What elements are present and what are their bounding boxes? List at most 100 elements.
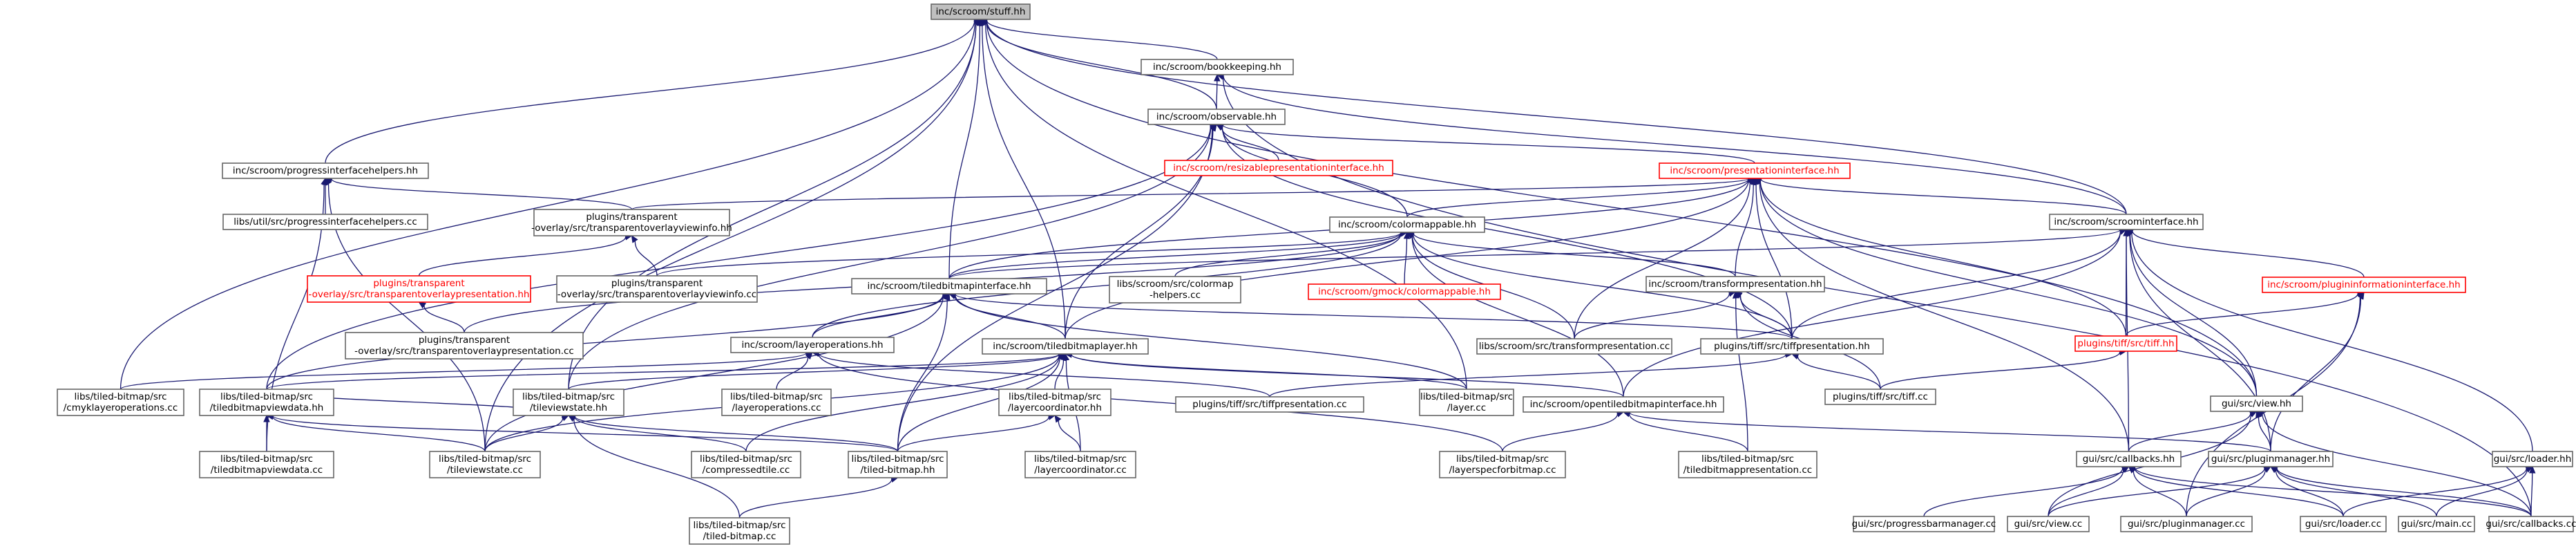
- node-label: libs/tiled-bitmap/src: [522, 391, 615, 402]
- node-layerspec[interactable]: libs/tiled-bitmap/src/layerspecforbitmap…: [1439, 451, 1566, 478]
- edge-tiffhh-to-plugininformation: [2125, 290, 2365, 337]
- node-tbviewdata_hh[interactable]: libs/tiled-bitmap/src/tiledbitmapviewdat…: [199, 389, 334, 416]
- node-tiledbitmap_hh[interactable]: libs/tiled-bitmap/src/tiled-bitmap.hh: [848, 451, 948, 478]
- node-label: libs/tiled-bitmap/src: [1701, 454, 1794, 465]
- node-label: inc/scroom/observable.hh: [1156, 111, 1277, 122]
- node-label: -overlay/src/transparentoverlaypresentat…: [354, 346, 574, 357]
- node-label: libs/tiled-bitmap/src: [439, 454, 531, 465]
- node-observable[interactable]: inc/scroom/observable.hh: [1147, 109, 1286, 125]
- edge-overlayviewinfo_cc-to-colormappable: [656, 229, 1409, 277]
- node-maincc[interactable]: gui/src/main.cc: [2398, 516, 2475, 532]
- node-label: inc/scroom/presentationinterface.hh: [1670, 165, 1839, 176]
- edge-maincc-to-pluginmanagerhh: [2269, 465, 2437, 517]
- edge-bookkeeping-to-stuff: [980, 17, 1218, 60]
- node-resizablepresentation[interactable]: inc/scroom/resizablepresentationinterfac…: [1164, 160, 1393, 176]
- node-tiffhh[interactable]: plugins/tiff/src/tiff.hh: [2074, 335, 2177, 352]
- node-layer_cc[interactable]: libs/tiled-bitmap/src/layer.cc: [1419, 389, 1514, 416]
- node-compressedtile[interactable]: libs/tiled-bitmap/src/compressedtile.cc: [691, 451, 801, 478]
- edge-loaderhh-to-scroominterface: [2125, 229, 2533, 452]
- node-colormappable[interactable]: inc/scroom/colormappable.hh: [1329, 216, 1485, 233]
- node-label: inc/scroom/resizablepresentationinterfac…: [1173, 162, 1384, 174]
- node-plugininformation[interactable]: inc/scroom/plugininformationinterface.hh: [2262, 277, 2466, 293]
- node-layeroperations_hh[interactable]: inc/scroom/layeroperations.hh: [730, 337, 895, 353]
- edge-tiledbitmaplayer-to-presentationinterface: [1065, 176, 1756, 339]
- node-bookkeeping[interactable]: inc/scroom/bookkeeping.hh: [1141, 59, 1294, 75]
- node-overlayviewinfo_hh[interactable]: plugins/transparent-overlay/src/transpar…: [531, 209, 732, 236]
- node-label: plugins/tiff/src/tiff.cc: [1833, 391, 1928, 402]
- edge-transformpresentation-to-presentationinterface: [1735, 177, 1757, 277]
- node-label: gui/src/main.cc: [2401, 519, 2472, 530]
- node-layercoordinator_hh[interactable]: libs/tiled-bitmap/src/layercoordinator.h…: [998, 389, 1112, 416]
- edge-progressbarmanager-to-callbackshh: [1923, 465, 2130, 517]
- node-transformpresentation[interactable]: inc/scroom/transformpresentation.hh: [1645, 276, 1825, 292]
- node-layeroperations_cc[interactable]: libs/tiled-bitmap/src/layeroperations.cc: [721, 389, 832, 416]
- node-tiledbitmap_cc[interactable]: libs/tiled-bitmap/src/tiled-bitmap.cc: [689, 517, 790, 545]
- edge-tileviewstate_hh-to-stuff: [568, 19, 982, 390]
- node-colormaphelpers[interactable]: libs/scroom/src/colormap-helpers.cc: [1109, 276, 1241, 303]
- edges-layer: [120, 17, 2536, 519]
- node-label: gui/src/progressbarmanager.cc: [1852, 519, 1996, 530]
- node-viewcc[interactable]: gui/src/view.cc: [2007, 516, 2090, 532]
- node-tiffpresentation_hh[interactable]: plugins/tiff/src/tiffpresentation.hh: [1700, 338, 1884, 355]
- node-overlaypresentation_cc[interactable]: plugins/transparent-overlay/src/transpar…: [345, 332, 584, 359]
- node-progressinterfacehelpers[interactable]: inc/scroom/progressinterfacehelpers.hh: [222, 162, 429, 179]
- node-layercoordinator_cc[interactable]: libs/tiled-bitmap/src/layercoordinator.c…: [1024, 451, 1136, 478]
- edge-pluginmanagerhh-to-opentiledbitmap: [1622, 409, 2271, 452]
- node-opentiledbitmap[interactable]: inc/scroom/opentiledbitmapinterface.hh: [1523, 396, 1724, 413]
- node-tbpresentation[interactable]: libs/tiled-bitmap/src/tiledbitmappresent…: [1678, 451, 1817, 478]
- edge-tiffpresentation_cc-to-tiffpresentation_hh: [1269, 351, 1793, 398]
- node-gmockcolormappable[interactable]: inc/scroom/gmock/colormappable.hh: [1308, 283, 1501, 300]
- node-callbackscc[interactable]: gui/src/callbacks.cc: [2486, 516, 2576, 532]
- node-tileviewstate_hh[interactable]: libs/tiled-bitmap/src/tileviewstate.hh: [513, 389, 624, 416]
- edge-tiledbitmaplayer-to-observable: [1065, 123, 1217, 339]
- node-progressbarmanager[interactable]: gui/src/progressbarmanager.cc: [1852, 516, 1996, 532]
- edge-opentiledbitmap-to-scroominterface: [1623, 228, 2128, 398]
- node-transformpresentation_cc[interactable]: libs/scroom/src/transformpresentation.cc: [1476, 338, 1672, 355]
- node-label: /compressedtile.cc: [703, 465, 790, 476]
- edge-observable-to-bookkeeping: [1214, 73, 1221, 110]
- edge-callbackscc-to-loaderhh: [2528, 465, 2536, 517]
- node-presentationinterface[interactable]: inc/scroom/presentationinterface.hh: [1659, 162, 1851, 179]
- node-label: /layercoordinator.cc: [1034, 465, 1127, 476]
- node-label: gui/src/pluginmanager.hh: [2211, 454, 2330, 465]
- node-label: gui/src/pluginmanager.cc: [2128, 519, 2245, 530]
- node-label: inc/scroom/opentiledbitmapinterface.hh: [1530, 399, 1717, 410]
- node-tbviewdata_cc[interactable]: libs/tiled-bitmap/src/tiledbitmapviewdat…: [199, 451, 334, 478]
- node-tiledbitmaplayer[interactable]: inc/scroom/tiledbitmaplayer.hh: [982, 338, 1149, 355]
- node-label: inc/scroom/progressinterfacehelpers.hh: [233, 165, 418, 176]
- node-tileviewstate_cc[interactable]: libs/tiled-bitmap/src/tileviewstate.cc: [429, 451, 541, 478]
- edge-tbpresentation-to-transformpresentation: [1732, 290, 1748, 452]
- node-label: /tiledbitmappresentation.cc: [1683, 465, 1812, 476]
- edge-layeroperations_cc-to-layeroperations_hh: [776, 352, 813, 390]
- edge-pluginmanagerhh-to-plugininformation: [2270, 291, 2365, 452]
- edge-viewhh-to-scroominterface: [2126, 229, 2258, 397]
- node-callbackshh[interactable]: gui/src/callbacks.hh: [2076, 451, 2182, 467]
- edge-viewcc-to-pluginmanagerhh: [2048, 465, 2272, 517]
- node-label: inc/scroom/gmock/colormappable.hh: [1318, 286, 1491, 297]
- node-tiffpresentation_cc[interactable]: plugins/tiff/src/tiffpresentation.cc: [1175, 396, 1364, 413]
- node-label: inc/scroom/transformpresentation.hh: [1648, 279, 1822, 290]
- edge-tbviewdata_cc-to-tbviewdata_hh: [263, 414, 270, 451]
- edge-transformpresentation_cc-to-transformpresentation: [1574, 290, 1737, 339]
- node-loaderhh[interactable]: gui/src/loader.hh: [2492, 451, 2573, 467]
- node-label: plugins/tiff/src/tiffpresentation.hh: [1714, 341, 1870, 352]
- edge-layer_cc-to-tiledbitmaplayer: [1064, 351, 1467, 390]
- edge-overlaypresentation_hh-to-overlayviewinfo_hh: [418, 234, 633, 277]
- node-tiledbitmapinterface[interactable]: inc/scroom/tiledbitmapinterface.hh: [851, 278, 1047, 295]
- node-pluginmanagerhh[interactable]: gui/src/pluginmanager.hh: [2208, 451, 2334, 467]
- node-utilprogress[interactable]: libs/util/src/progressinterfacehelpers.c…: [222, 214, 428, 230]
- node-stuff[interactable]: inc/scroom/stuff.hh: [931, 3, 1031, 20]
- node-overlaypresentation_hh[interactable]: plugins/transparent-overlay/src/transpar…: [307, 275, 531, 303]
- node-scroominterface[interactable]: inc/scroom/scroominterface.hh: [2049, 214, 2204, 230]
- edge-tiledbitmap_hh-to-tiledbitmapinterface: [897, 292, 951, 452]
- node-pluginmanagercc[interactable]: gui/src/pluginmanager.cc: [2120, 516, 2253, 532]
- node-label: inc/scroom/colormappable.hh: [1338, 219, 1476, 230]
- edge-viewhh-to-presentationinterface: [1753, 178, 2258, 397]
- node-tiffcc[interactable]: plugins/tiff/src/tiff.cc: [1824, 389, 1936, 405]
- node-loadercc[interactable]: gui/src/loader.cc: [2300, 516, 2387, 532]
- node-cmyklayer[interactable]: libs/tiled-bitmap/src/cmyklayeroperation…: [57, 389, 184, 416]
- node-viewhh[interactable]: gui/src/view.hh: [2210, 395, 2303, 412]
- node-label: libs/tiled-bitmap/src: [1456, 454, 1549, 465]
- edge-overlayviewinfo_hh-to-presentationinterface: [631, 175, 1756, 210]
- node-overlayviewinfo_cc[interactable]: plugins/transparent-overlay/src/transpar…: [556, 275, 758, 303]
